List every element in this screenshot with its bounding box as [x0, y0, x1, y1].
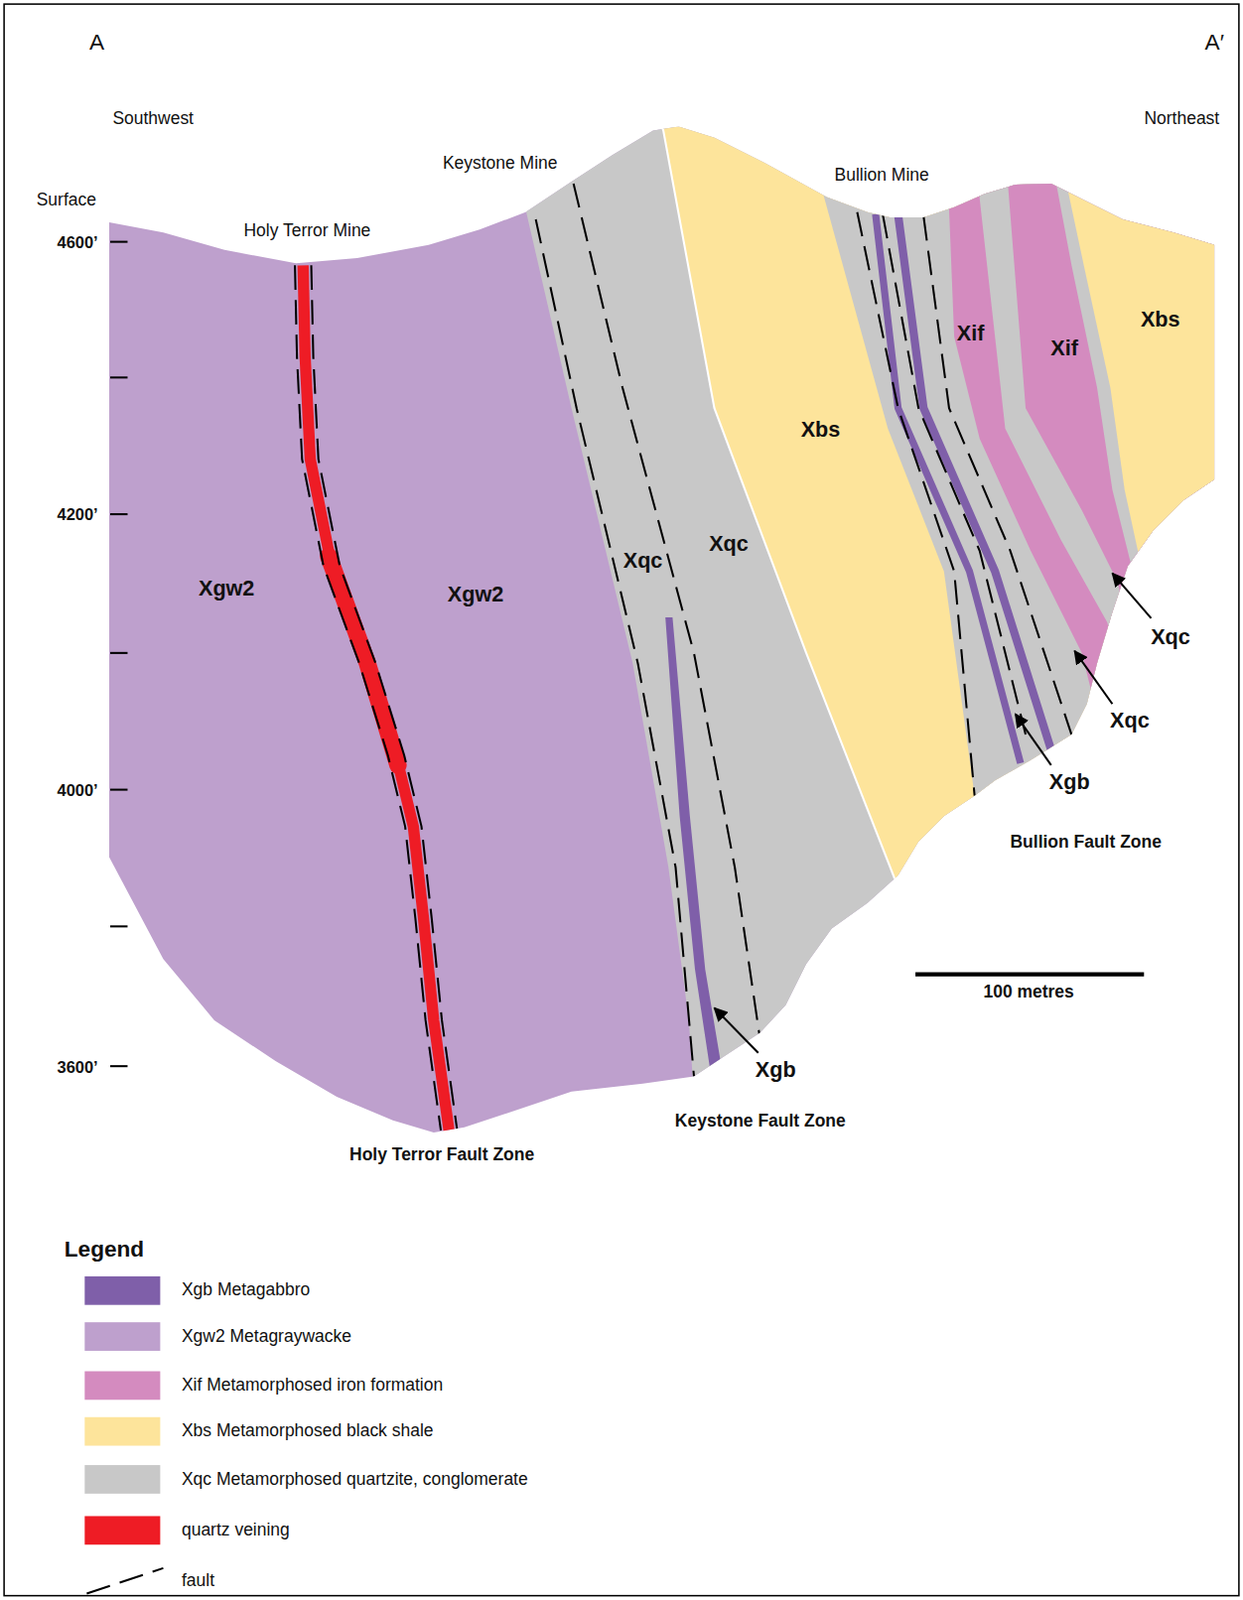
- elevation: 4600’: [57, 234, 99, 253]
- leader-arrow: [1074, 651, 1112, 704]
- legend-entry: fault: [84, 1566, 215, 1598]
- fault-zone-name: Holy Terror Fault Zone: [349, 1146, 535, 1166]
- unit-label: Xgw2: [198, 575, 255, 600]
- scale-bar: [915, 972, 1144, 977]
- contact-line: [637, 61, 939, 1021]
- legend-text: Xbs Metamorphosed black shale: [181, 1421, 434, 1443]
- depth-tick: [110, 241, 128, 244]
- quartz-vein: [328, 555, 399, 766]
- fault-zone-name: Keystone Fault Zone: [675, 1112, 846, 1132]
- mine-name: Holy Terror Mine: [243, 222, 371, 242]
- fault-line: [573, 183, 761, 1041]
- fault-line: [536, 219, 694, 1077]
- unit-label: Xqc: [623, 548, 664, 572]
- legend-line-space: [84, 1567, 182, 1597]
- black-shale-unit: [1061, 50, 1243, 1225]
- legend-swatch: [84, 1322, 160, 1352]
- unit-callout: Xqc: [1109, 708, 1150, 733]
- quartzite-unit: [796, 50, 1243, 1225]
- quartz-vein: [302, 265, 449, 1131]
- elevation: 4000’: [57, 782, 99, 801]
- unit-callout: Xqc: [1150, 625, 1191, 650]
- depth-tick: [110, 652, 128, 655]
- unit-label: Xbs: [1140, 307, 1181, 332]
- legend-entry: Xqc Metamorphosed quartzite, conglomerat…: [84, 1464, 528, 1496]
- metagabbro-sill: [898, 214, 1052, 751]
- surface-label: Surface: [36, 191, 97, 211]
- fault-line: [311, 265, 458, 1131]
- mine-name: Keystone Mine: [442, 154, 558, 174]
- metagabbro-sill: [665, 617, 723, 1079]
- legend-entry: Xbs Metamorphosed black shale: [84, 1416, 433, 1448]
- legend-text: Xif Metamorphosed iron formation: [181, 1376, 443, 1397]
- elevation: 4200’: [57, 506, 99, 525]
- legend-swatch: [84, 1276, 160, 1306]
- section-end: A: [89, 30, 105, 56]
- mine-name: Bullion Mine: [834, 165, 930, 185]
- leader-arrow: [714, 1008, 759, 1054]
- legend-swatch: [84, 1465, 160, 1495]
- legend-swatch: [84, 1516, 160, 1545]
- depth-tick: [110, 376, 128, 379]
- depth-tick: [110, 513, 128, 516]
- direction: Southwest: [112, 110, 194, 130]
- quartzite-unit: [510, 50, 1243, 1225]
- depth-tick: [110, 789, 128, 792]
- unit-label: Xqc: [708, 531, 749, 555]
- depth-tick: [110, 925, 128, 928]
- fault-line: [882, 214, 1026, 735]
- black-shale-unit: [637, 50, 1243, 1225]
- fault-zone-name: Bullion Fault Zone: [1009, 832, 1161, 852]
- fault-line: [294, 265, 441, 1131]
- section-end: A′: [1205, 30, 1225, 56]
- depth-tick: [110, 1065, 128, 1068]
- legend-title: Legend: [64, 1238, 144, 1263]
- legend-entry: Xgb Metagabbro: [84, 1275, 310, 1307]
- legend-text: fault: [181, 1571, 215, 1593]
- leader-arrow: [1015, 714, 1052, 766]
- legend-text: Xgw2 Metagraywacke: [181, 1326, 352, 1348]
- unit-callout: Xgb: [755, 1057, 797, 1082]
- elevation: 3600’: [57, 1058, 99, 1077]
- legend-entry: Xif Metamorphosed iron formation: [84, 1370, 443, 1401]
- unit-label: Xif: [957, 320, 985, 345]
- legend-entry: Xgw2 Metagraywacke: [84, 1321, 352, 1353]
- leader-arrows: [714, 573, 1152, 1054]
- metagraywacke-unit: [0, 0, 1243, 1327]
- direction: Northeast: [1143, 110, 1220, 130]
- unit-label: Xbs: [801, 417, 841, 442]
- unit-label: Xgw2: [447, 581, 504, 606]
- scale-label: 100 metres: [982, 983, 1074, 1003]
- depth-axis: [110, 242, 128, 1068]
- rock-units: [0, 0, 1243, 1327]
- legend-text: Xgb Metagabbro: [181, 1280, 310, 1302]
- fault-legend-sample: [86, 1568, 163, 1595]
- legend-entry: quartz veining: [84, 1515, 289, 1546]
- legend-swatch: [84, 1417, 160, 1447]
- fault-line: [923, 216, 1072, 735]
- legend-swatch: [84, 1372, 160, 1401]
- quartzite-unit: [1051, 50, 1243, 1225]
- faults: [294, 183, 1072, 1131]
- fault-line: [856, 212, 974, 797]
- unit-label: Xif: [1050, 336, 1079, 361]
- unit-callout: Xgb: [1049, 770, 1091, 795]
- legend-text: Xqc Metamorphosed quartzite, conglomerat…: [181, 1469, 529, 1491]
- leader-arrow: [1111, 573, 1151, 619]
- legend-text: quartz veining: [181, 1520, 290, 1542]
